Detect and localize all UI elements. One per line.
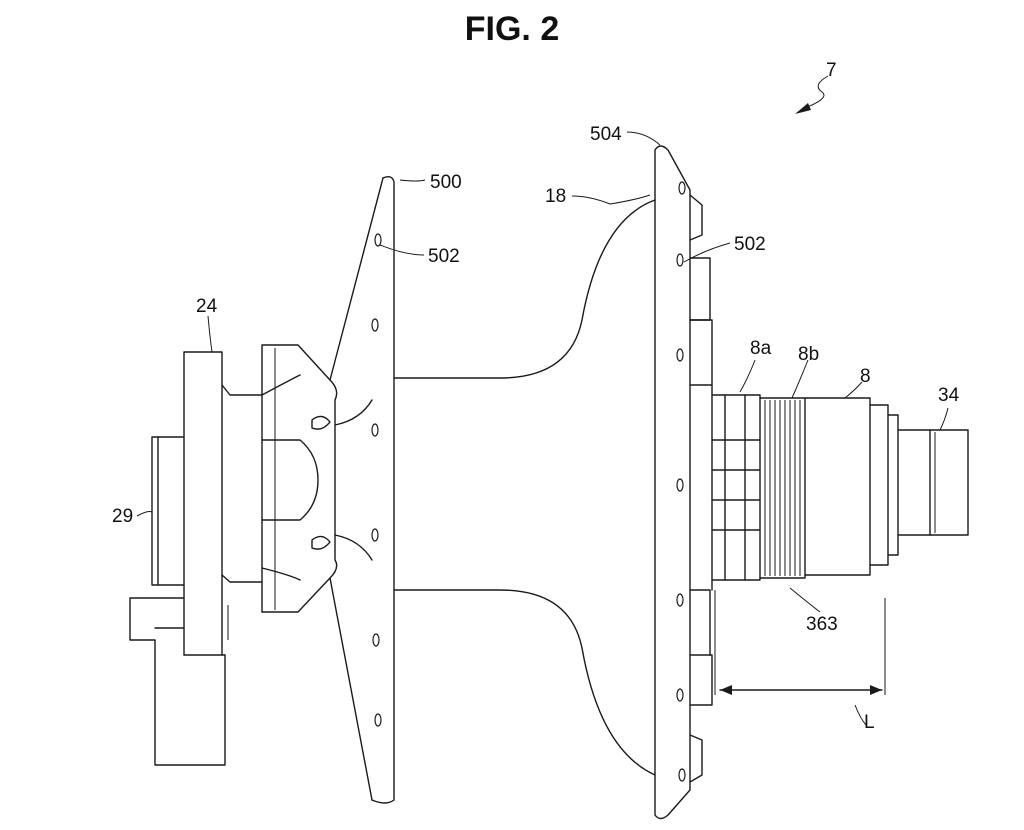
label-500: 500 [430, 172, 462, 193]
freehub-body-8 [711, 384, 899, 591]
leader-lines [136, 75, 949, 613]
label-24: 24 [196, 296, 218, 317]
label-502-left: 502 [428, 246, 460, 267]
left-end-cap [129, 351, 263, 766]
label-8b: 8b [798, 344, 819, 365]
left-collar [261, 344, 331, 613]
label-7: 7 [826, 60, 837, 81]
label-34: 34 [938, 385, 960, 406]
figure-title: FIG. 2 [464, 10, 560, 48]
label-8: 8 [860, 366, 871, 387]
axle-end-34 [897, 429, 969, 536]
label-504: 504 [590, 124, 622, 145]
hub-body-18 [393, 199, 656, 776]
label-502-right: 502 [734, 234, 766, 255]
label-363: 363 [806, 614, 838, 635]
left-flange-500 [311, 175, 395, 804]
label-L: L [864, 712, 875, 733]
label-29: 29 [112, 506, 133, 527]
label-18: 18 [545, 186, 566, 207]
label-8a: 8a [750, 338, 772, 359]
right-flange-504 [654, 145, 713, 820]
reference-labels: 7 504 500 18 502 502 24 8a 8b 8 34 29 36… [112, 60, 960, 733]
dimension-L [714, 590, 886, 726]
